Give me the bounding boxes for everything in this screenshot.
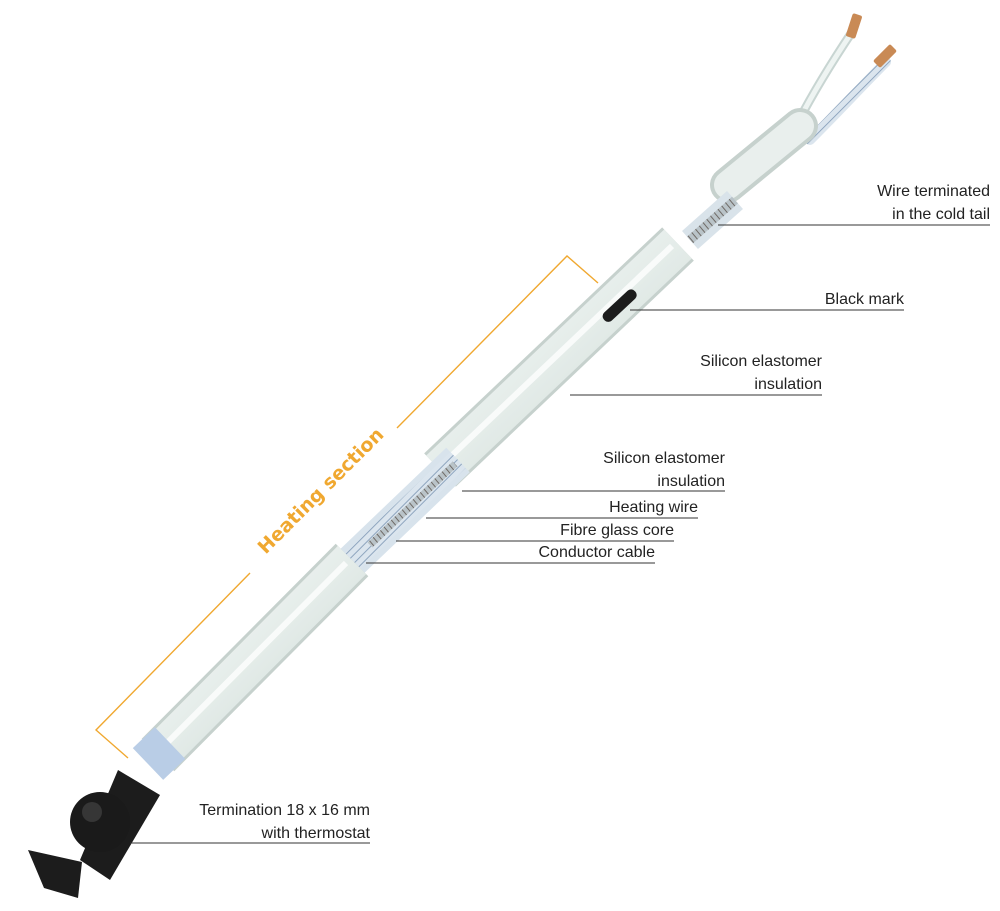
label-black-mark-text: Black mark xyxy=(824,291,904,308)
label-heating-wire-text: Heating wire xyxy=(609,499,698,516)
label-fibre-glass-core-text: Fibre glass core xyxy=(560,522,674,539)
termination-band xyxy=(132,727,186,780)
black-mark xyxy=(602,289,637,322)
label-conductor-cable: Conductor cable xyxy=(538,541,655,564)
label-heating-wire: Heating wire xyxy=(609,496,698,519)
label-termination: Termination 18 x 16 mm with thermostat xyxy=(199,799,370,845)
cold-tail-sleeve xyxy=(710,108,818,203)
label-termination-line2: with thermostat xyxy=(261,825,370,842)
leader-lines xyxy=(130,224,990,844)
label-termination-line1: Termination 18 x 16 mm xyxy=(199,802,370,819)
main-cable-upper xyxy=(424,227,694,487)
label-fibre-glass-core: Fibre glass core xyxy=(560,519,674,542)
exposed-core xyxy=(333,447,470,581)
label-conductor-cable-text: Conductor cable xyxy=(538,544,655,561)
cold-tail-exposed-wire xyxy=(682,191,743,249)
label-silicon-outer-line2: insulation xyxy=(754,376,822,393)
main-cable-lower xyxy=(141,543,369,772)
label-black-mark: Black mark xyxy=(825,288,904,311)
label-silicon-inner-line2: insulation xyxy=(657,473,725,490)
label-silicon-inner: Silicon elastomer insulation xyxy=(603,447,725,493)
label-silicon-outer-line1: Silicon elastomer xyxy=(700,353,822,370)
label-wire-terminated-line2: in the cold tail xyxy=(892,206,990,223)
label-wire-terminated: Wire terminated in the cold tail xyxy=(877,180,990,226)
heating-section-bracket xyxy=(94,255,599,759)
termination-thermostat xyxy=(28,770,160,898)
label-silicon-inner-line1: Silicon elastomer xyxy=(603,450,725,467)
label-silicon-outer: Silicon elastomer insulation xyxy=(700,350,822,396)
label-wire-terminated-line1: Wire terminated xyxy=(877,183,990,200)
